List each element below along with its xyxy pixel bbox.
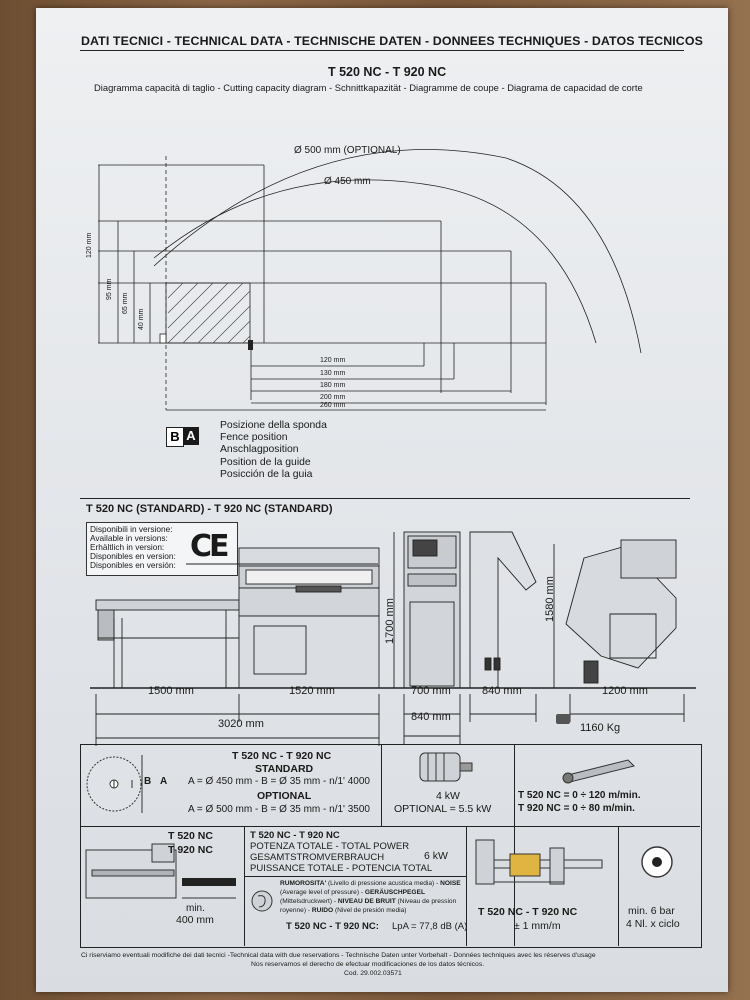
minlen-min: min. [186,903,205,914]
spec-grid-row-divider [80,826,700,827]
precision-model: T 520 NC - T 920 NC [478,906,578,918]
height-1700: 1700 mm [384,598,396,644]
motor-power: 4 kW [436,790,460,802]
fence-a-box: A [183,427,199,445]
availability-box: Disponibili in versione: Available in ve… [86,522,238,576]
width-200-label: 200 mm [320,394,346,401]
model-title: T 520 NC - T 920 NC [328,65,447,79]
blade-optional: OPTIONAL [257,790,312,802]
saw-blade-icon [86,755,143,813]
ear-noise-icon [251,890,273,912]
noise-line-2: (Average level of pressure) - GERÄUSCHPE… [280,889,425,896]
ce-mark: CE [190,529,229,564]
noise-label-es: RUIDO [311,907,334,914]
width-120-label: 120 mm [320,357,346,364]
fence-position-de: Anschlagposition [220,444,299,455]
fence-position-es: Posicción de la guia [220,469,313,480]
height-120-label: 120 mm [86,232,93,258]
fence-b-box: B [166,427,184,447]
footer-code: Cod. 29.002.03571 [344,970,402,977]
min-length-illustration [85,843,236,899]
fence-position-en: Fence position [220,432,288,443]
noise-value: LpA = 77,8 dB (A) [392,921,468,932]
noise-model: T 520 NC - T 920 NC: [286,921,379,932]
availability-it: Disponibili in versione: [90,524,173,534]
machine-section-title: T 520 NC (STANDARD) - T 920 NC (STANDARD… [86,503,333,515]
noise-text-it: (Livello di pressione acustica media) - [326,880,441,887]
dim-700: 700 mm [411,685,451,697]
motor-icon [419,752,473,782]
noise-text-en: (Average level of pressure) - [280,889,365,896]
height-1580: 1580 mm [544,576,556,622]
fence-position-fr: Position de la guide [220,457,311,468]
power-value: 6 kW [424,850,448,862]
arc-500 [153,149,642,354]
dim-840-open: 840 mm [482,685,522,697]
fence-position-it: Posizione della sponda [220,420,327,431]
availability-en: Available in versions: [90,533,168,543]
dim-3020: 3020 mm [218,718,264,730]
precision-value: ± 1 mm/m [514,920,561,932]
air-pressure: min. 6 bar [628,905,675,917]
noise-text-es: (Nivel de presión media) [333,907,407,914]
datasheet-page: DATI TECNICI - TECHNICAL DATA - TECHNISC… [36,8,728,992]
feed-t920: T 920 NC = 0 ÷ 80 m/min. [518,803,635,814]
motor-optional: OPTIONAL = 5.5 kW [394,803,492,815]
noise-label-fr: NIVEAU DE BRUIT [337,898,396,905]
availability-fr: Disponibles en version: [90,551,176,561]
diagram-subtitle: Diagramma capacità di taglio - Cutting c… [94,82,643,93]
noise-label-it: RUMOROSITA' [280,880,327,887]
height-40-label: 40 mm [138,308,145,330]
width-260-label: 260 mm [320,402,346,409]
availability-de: Erhältlich in version: [90,542,165,552]
noise-line-4: royenne) - RUIDO (Nivel de presión media… [280,907,406,914]
noise-line-1: RUMOROSITA' (Livello di pressione acusti… [280,880,461,887]
blade-a-label: A [160,776,168,787]
diameter-450-label: Ø 450 mm [324,176,371,187]
noise-text-fr: (Niveau de pression [395,898,457,905]
feed-roller-icon [562,759,635,784]
header-rule [80,50,684,51]
air-connection-icon [641,846,673,878]
footer-disclaimer-es: Nos reservamos el derecho de efectuar mo… [251,961,485,968]
cutting-capacity-diagram [98,149,642,411]
height-95-label: 95 mm [106,278,113,300]
power-line-1: POTENZA TOTALE - TOTAL POWER [250,841,410,852]
section-divider [80,498,690,499]
noise-text-de: (Mittelsdruckwert) - [280,898,338,905]
width-180-label: 180 mm [320,382,346,389]
air-consumption: 4 Nl. x ciclo [626,918,680,930]
blade-models: T 520 NC - T 920 NC [232,750,332,762]
width-130-label: 130 mm [320,370,346,377]
power-model: T 520 NC - T 920 NC [250,830,340,841]
power-line-2: GESAMTSTROMVERBRAUCH [250,852,385,863]
noise-label-de: GERÄUSCHPEGEL [364,889,425,896]
dim-1500: 1500 mm [148,685,194,697]
page-header: DATI TECNICI - TECHNICAL DATA - TECHNISC… [81,34,703,48]
dim-1520: 1520 mm [289,685,335,697]
blade-standard: STANDARD [255,763,314,775]
blade-optional-spec: A = Ø 500 mm - B = Ø 35 mm - n/1' 3500 [188,804,370,815]
dim-1200: 1200 mm [602,685,648,697]
caliper-icon [475,839,603,885]
power-line-3: PUISSANCE TOTALE - POTENCIA TOTAL [250,863,433,874]
diameter-500-label: Ø 500 mm (OPTIONAL) [294,145,401,156]
weight-label: 1160 Kg [580,722,621,734]
availability-es: Disponibles en versión: [90,560,176,570]
blade-standard-spec: A = Ø 450 mm - B = Ø 35 mm - n/1' 4000 [188,776,370,787]
machine-drawing [90,531,696,746]
minlen-model2: T 920 NC [168,844,213,856]
noise-line-3: (Mittelsdruckwert) - NIVEAU DE BRUIT (Ni… [280,898,456,905]
noise-text-fr2: royenne) - [280,907,312,914]
spec-grid [80,744,702,948]
minlen-value: 400 mm [176,914,214,926]
footer-disclaimer: Ci riserviamo eventuali modifiche dei da… [81,952,596,959]
feed-t520: T 520 NC = 0 ÷ 120 m/min. [518,790,641,801]
blade-b-label: B [144,776,152,787]
dim-840-console: 840 mm [411,711,451,723]
noise-label-en: NOISE [440,880,461,887]
arc-450 [153,179,597,344]
height-65-label: 65 mm [122,292,129,314]
minlen-model1: T 520 NC [168,830,213,842]
